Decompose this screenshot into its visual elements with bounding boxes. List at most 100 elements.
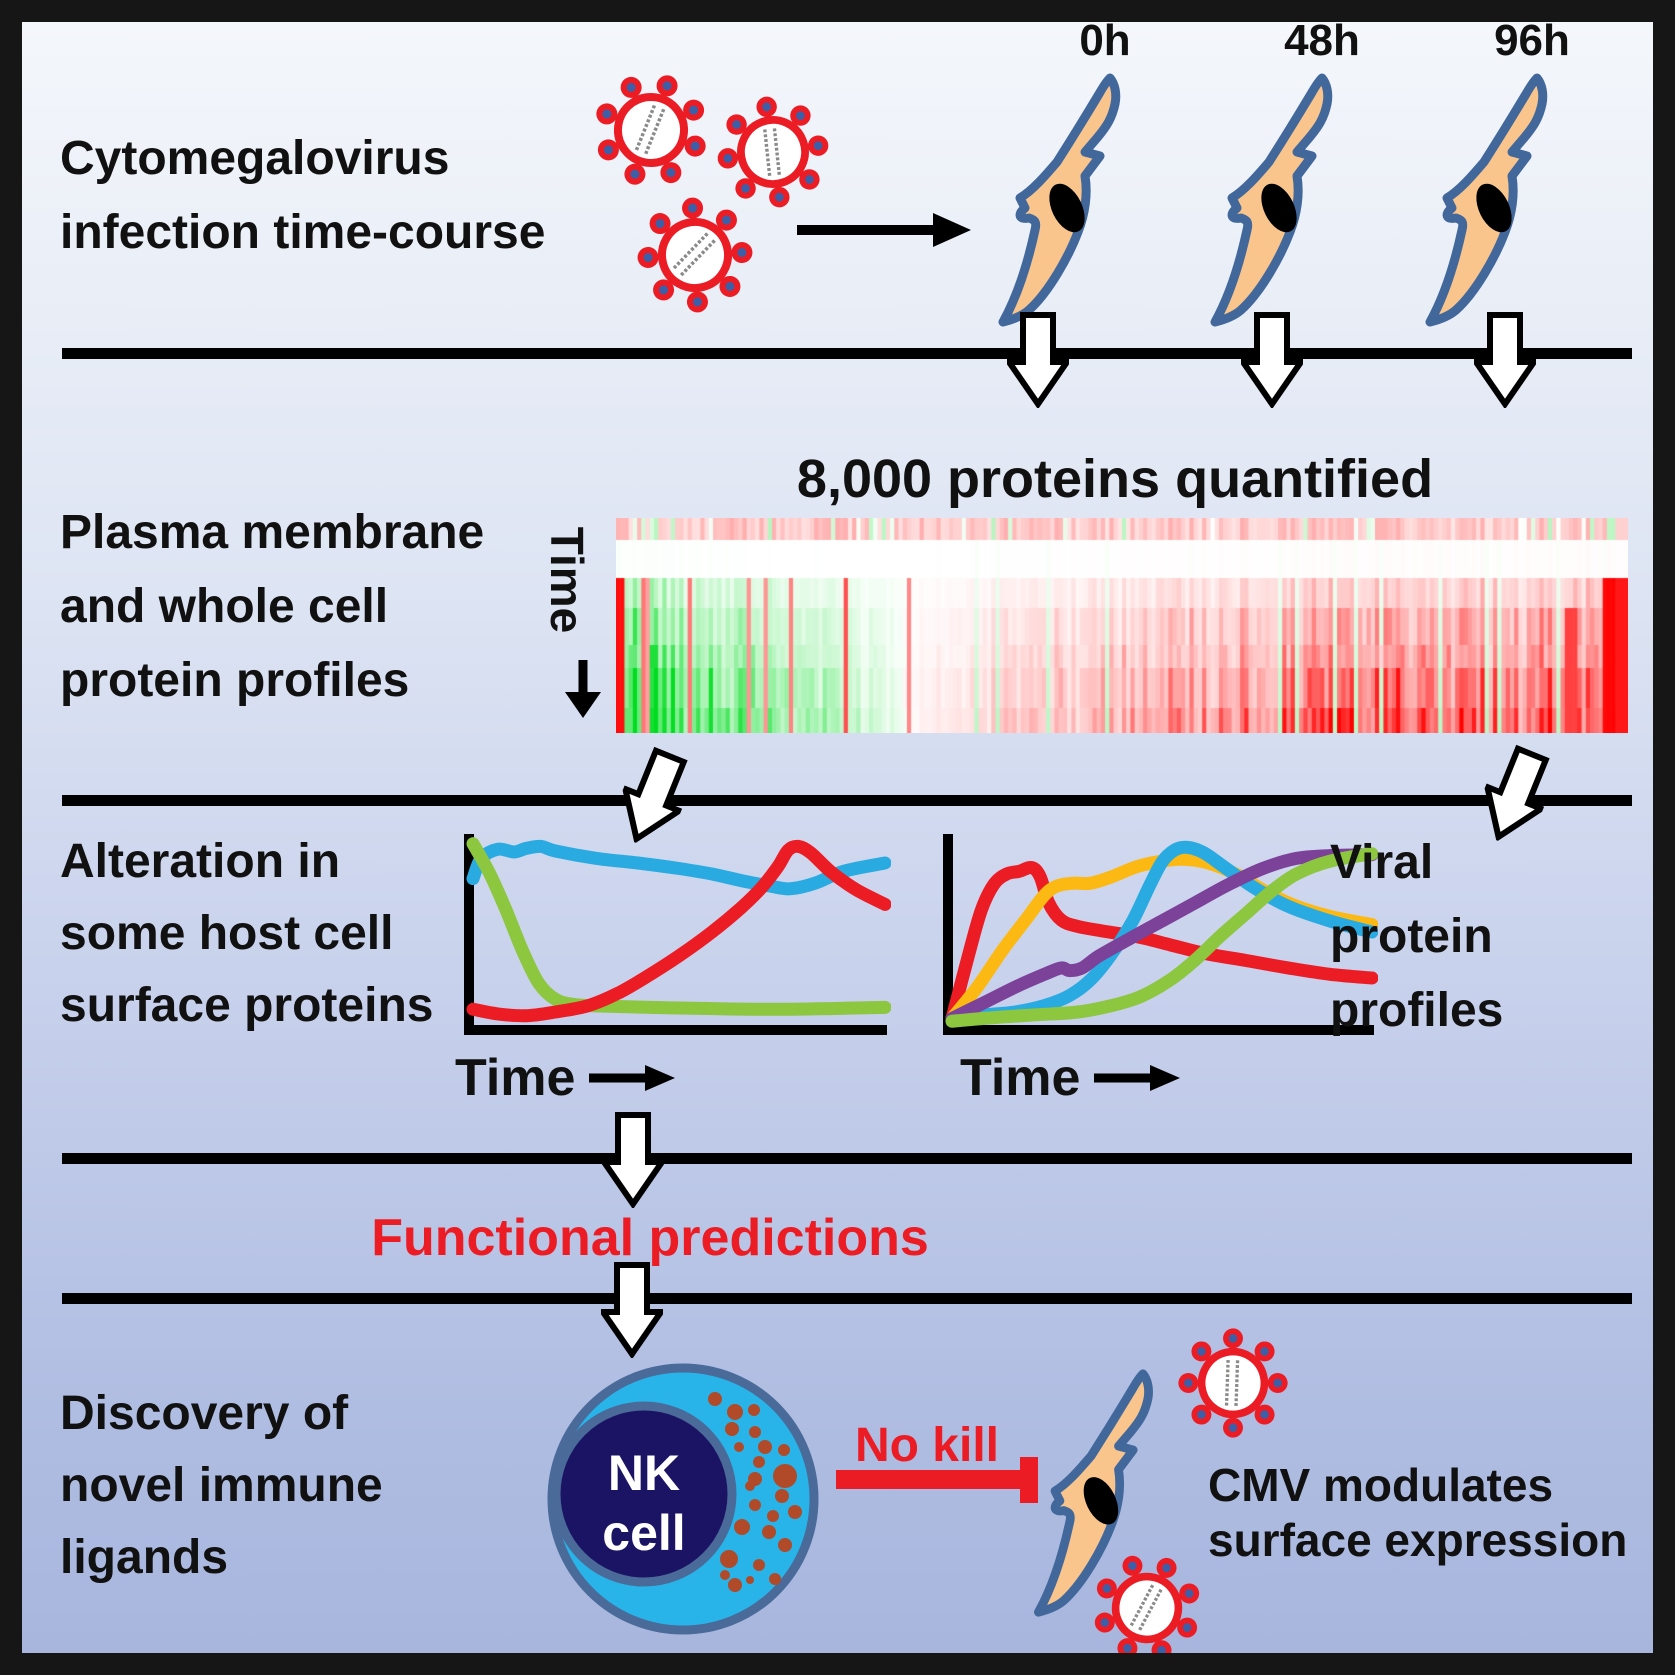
timepoint-label-0h: 0h [1079, 22, 1131, 65]
heatmap-title: 8,000 proteins quantified [796, 449, 1434, 509]
right-arrow-icon [589, 1065, 676, 1091]
heatmap-time-axis-label: Time [541, 526, 593, 634]
inhibition-bar-shaft [836, 1470, 1022, 1489]
host-protein-chart [464, 834, 891, 1035]
nk-granule [773, 1464, 797, 1488]
nk-cell: NK cell [547, 1363, 819, 1635]
viral-protein-purple [945, 848, 1378, 1025]
block-arrow-shape [1483, 744, 1550, 842]
discovery-label: Discovery of novel immune ligands [60, 1378, 383, 1594]
cmv-virion-icon [596, 75, 706, 185]
host-surface-protein-red [466, 839, 891, 1023]
nk-granule [749, 1499, 761, 1511]
timepoint-label-96h: 96h [1494, 22, 1570, 65]
host-proteins-label-line3: surface proteins [60, 979, 434, 1032]
down-arrow-icon [1241, 312, 1303, 408]
nk-granule [734, 1519, 750, 1535]
section1-title-line2: infection time-course [60, 206, 546, 259]
down-arrow-icon [1007, 312, 1069, 408]
fibroblast-cell-96h [1412, 70, 1570, 330]
right-chart-time-axis: Time [960, 1048, 1182, 1108]
section2-label-line2: and whole cell [60, 580, 389, 633]
cmv-modulates-label: CMV modulates surface expression [1208, 1458, 1627, 1568]
nk-granule [708, 1392, 722, 1406]
nk-granule [758, 1440, 772, 1454]
divider-4 [62, 1293, 1632, 1304]
cmv-virion-icon [717, 96, 829, 208]
nk-granule [728, 1578, 742, 1592]
nk-granule [720, 1570, 730, 1580]
divider-2 [62, 795, 1632, 806]
block-arrow-shape [621, 746, 688, 844]
host-surface-protein-blue [466, 839, 891, 896]
down-arrow-icon [601, 1262, 663, 1358]
fibroblast-cell-48h [1197, 70, 1355, 330]
left-chart-time-axis: Time [455, 1048, 677, 1108]
diagonal-down-arrow-icon [1483, 744, 1550, 842]
diagonal-down-arrow-icon [621, 746, 688, 844]
host-surface-protein-green [466, 837, 891, 1016]
host-proteins-label-line1: Alteration in [60, 835, 341, 888]
host-proteins-label-line2: some host cell [60, 907, 394, 960]
cmv-virion-icon [1178, 1328, 1288, 1438]
block-arrow-shape [1241, 312, 1303, 408]
nk-cell-text-line1: NK [608, 1445, 680, 1501]
right-time-label: Time [960, 1049, 1081, 1107]
nk-granule [725, 1422, 739, 1436]
viral-protein-red [945, 860, 1378, 1025]
divider-3 [62, 1153, 1632, 1164]
time-down-arrow-icon [565, 660, 601, 718]
nk-granule [778, 1444, 790, 1456]
block-arrow-shape [1007, 312, 1069, 408]
no-kill-label: No kill [854, 1419, 1000, 1472]
section2-label: Plasma membrane and whole cell protein p… [60, 496, 484, 718]
protein-heatmap [616, 518, 1628, 733]
cmv-label-line2: surface expression [1208, 1514, 1628, 1566]
nk-granule [727, 1404, 743, 1420]
viral-proteins-label-line1: Viral [1330, 836, 1434, 889]
nk-granule [746, 1576, 754, 1584]
section2-label-line3: protein profiles [60, 654, 410, 707]
nk-granule [775, 1489, 789, 1503]
host-proteins-label: Alteration in some host cell surface pro… [60, 826, 433, 1042]
nk-granule [753, 1456, 765, 1468]
discovery-label-line1: Discovery of [60, 1387, 349, 1440]
timepoint-label-48h: 48h [1284, 22, 1360, 65]
nk-granule [749, 1426, 761, 1438]
viral-protein-chart [943, 834, 1378, 1035]
block-arrow-shape [601, 1262, 663, 1358]
nk-granule [720, 1550, 738, 1568]
graphical-abstract: Cytomegalovirus infection time-course 0h… [22, 22, 1653, 1653]
cmv-label-line1: CMV modulates [1208, 1459, 1554, 1511]
cmv-virion-icon [1094, 1555, 1200, 1653]
nk-granule [748, 1404, 760, 1416]
viral-proteins-label: Viral protein profiles [1330, 826, 1503, 1048]
fibroblast-cell-0h [985, 70, 1143, 330]
nk-nucleus [551, 1401, 737, 1587]
nk-granules [708, 1392, 802, 1592]
functional-predictions-label: Functional predictions [371, 1209, 929, 1267]
nk-granule [778, 1538, 792, 1552]
left-time-label: Time [455, 1049, 576, 1107]
viral-proteins-label-line2: protein [1330, 910, 1493, 963]
discovery-label-line3: ligands [60, 1531, 229, 1584]
cmv-virion-icon [637, 197, 753, 313]
nk-granule [767, 1510, 779, 1522]
nk-granule [734, 1442, 744, 1452]
section1-title-line1: Cytomegalovirus [60, 132, 450, 185]
discovery-label-line2: novel immune [60, 1459, 383, 1512]
down-arrow-icon [602, 1112, 664, 1208]
infection-arrow-icon [797, 213, 971, 247]
divider-1 [62, 348, 1632, 359]
block-arrow-shape [1474, 312, 1536, 408]
nk-cell-text-line2: cell [602, 1505, 685, 1561]
nk-granule [762, 1525, 776, 1539]
nk-granule [788, 1505, 802, 1519]
viral-proteins-label-line3: profiles [1330, 984, 1504, 1037]
nk-granule [753, 1559, 765, 1571]
viral-protein-green [945, 847, 1378, 1028]
inhibition-bar-cap [1020, 1457, 1038, 1503]
nk-granule [769, 1573, 781, 1585]
block-arrow-shape [602, 1112, 664, 1208]
